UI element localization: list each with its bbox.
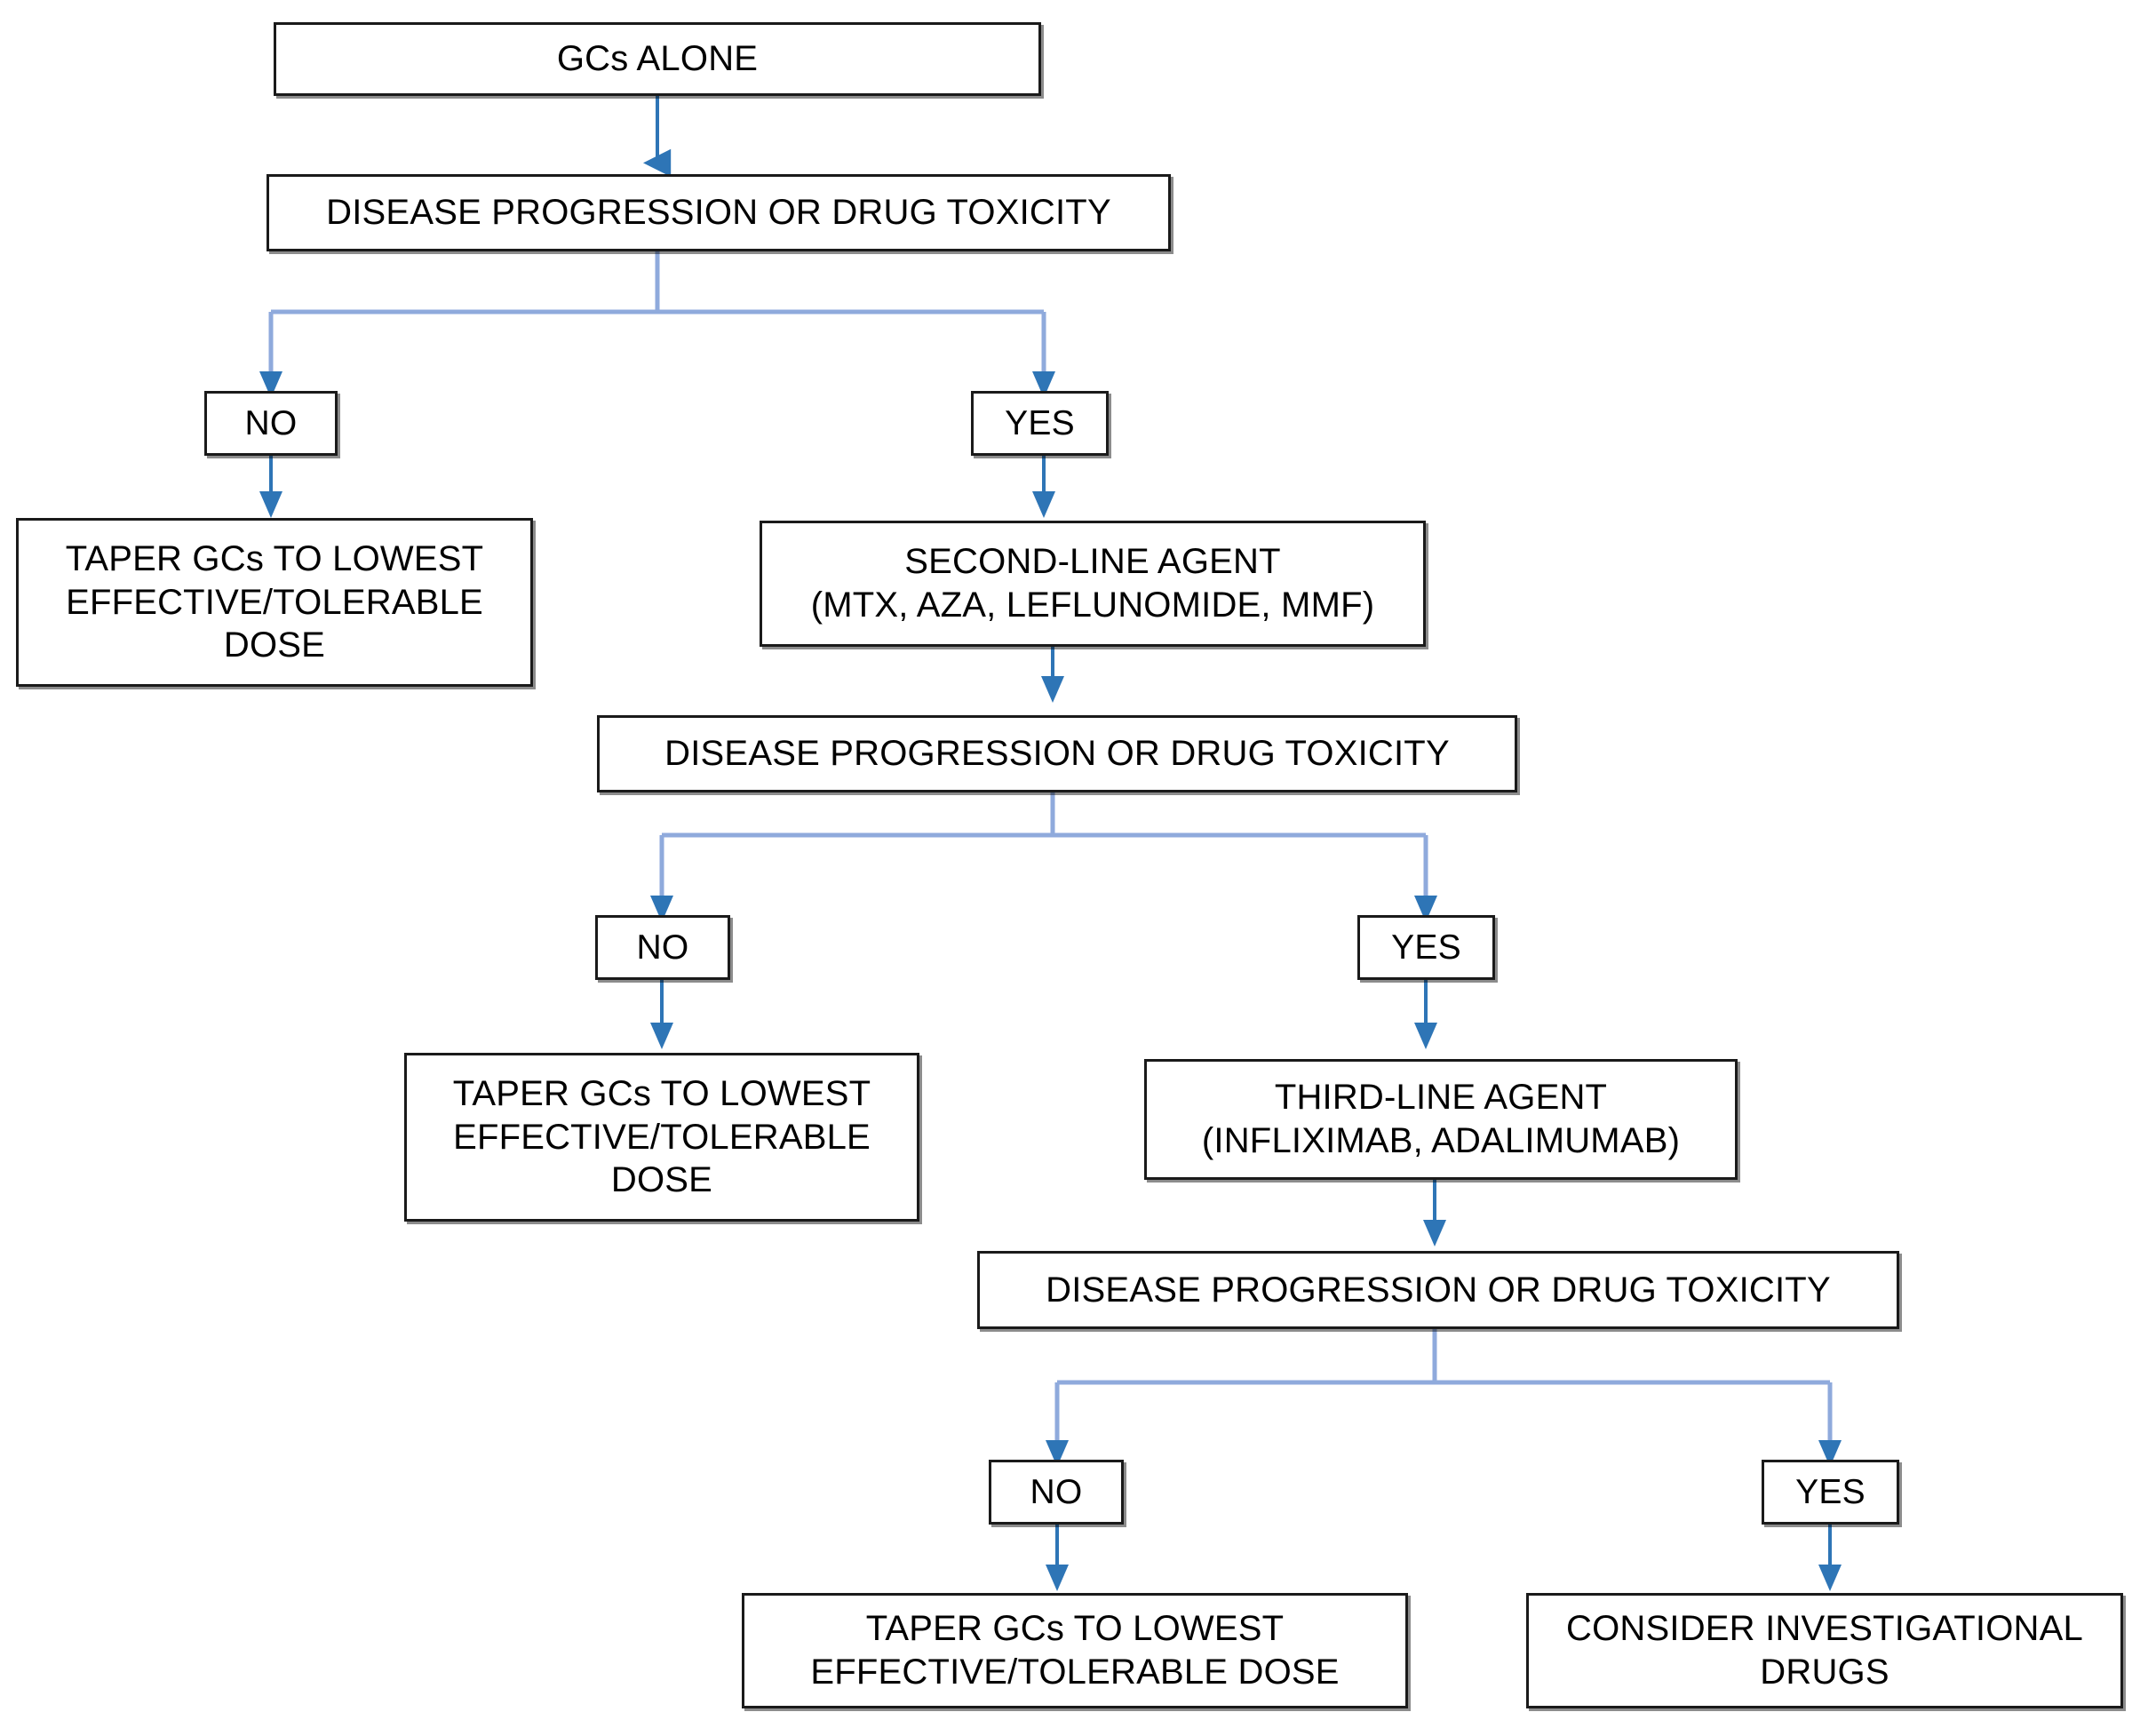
node-yes-1[interactable]: YES	[971, 391, 1109, 456]
node-no-1[interactable]: NO	[204, 391, 338, 456]
edge-secondline-to-progression2	[1041, 647, 1064, 703]
node-no-2[interactable]: NO	[595, 915, 730, 980]
node-no-3-label: NO	[1030, 1472, 1083, 1511]
node-no-3[interactable]: NO	[989, 1460, 1124, 1525]
node-gcs-alone[interactable]: GCs ALONE	[274, 22, 1041, 96]
node-consider-investigational-drugs[interactable]: CONSIDER INVESTIGATIONAL DRUGS	[1526, 1593, 2123, 1708]
node-yes-2-label: YES	[1391, 928, 1461, 967]
node-taper-gcs-3[interactable]: TAPER GCs TO LOWEST EFFECTIVE/TOLERABLE …	[742, 1593, 1408, 1708]
node-disease-progression-2[interactable]: DISEASE PROGRESSION OR DRUG TOXICITY	[597, 715, 1517, 792]
node-disease-progression-3-label: DISEASE PROGRESSION OR DRUG TOXICITY	[1046, 1270, 1831, 1310]
node-no-1-label: NO	[244, 403, 298, 442]
node-disease-progression-2-label: DISEASE PROGRESSION OR DRUG TOXICITY	[664, 734, 1450, 774]
node-second-line-agent[interactable]: SECOND-LINE AGENT (MTX, AZA, LEFLUNOMIDE…	[760, 521, 1426, 647]
node-no-2-label: NO	[636, 928, 689, 967]
edge-no3-to-taper3	[1046, 1525, 1069, 1591]
node-taper-gcs-2[interactable]: TAPER GCs TO LOWEST EFFECTIVE/TOLERABLE …	[404, 1053, 919, 1222]
node-yes-1-label: YES	[1005, 403, 1075, 442]
node-second-line-agent-label: SECOND-LINE AGENT (MTX, AZA, LEFLUNOMIDE…	[810, 542, 1375, 625]
node-third-line-agent[interactable]: THIRD-LINE AGENT (INFLIXIMAB, ADALIMUMAB…	[1144, 1059, 1738, 1180]
node-disease-progression-3[interactable]: DISEASE PROGRESSION OR DRUG TOXICITY	[977, 1251, 1899, 1329]
edge-no1-to-taper1	[259, 456, 282, 518]
edge-progression3-split	[1046, 1326, 1842, 1467]
node-disease-progression-1[interactable]: DISEASE PROGRESSION OR DRUG TOXICITY	[267, 174, 1171, 251]
node-taper-gcs-2-label: TAPER GCs TO LOWEST EFFECTIVE/TOLERABLE …	[452, 1073, 871, 1200]
node-yes-3-label: YES	[1795, 1472, 1866, 1511]
node-taper-gcs-1[interactable]: TAPER GCs TO LOWEST EFFECTIVE/TOLERABLE …	[16, 518, 533, 687]
node-yes-3[interactable]: YES	[1762, 1460, 1899, 1525]
edge-progression1-split	[259, 251, 1055, 398]
node-disease-progression-1-label: DISEASE PROGRESSION OR DRUG TOXICITY	[326, 193, 1111, 233]
node-third-line-agent-label: THIRD-LINE AGENT (INFLIXIMAB, ADALIMUMAB…	[1201, 1078, 1681, 1160]
edge-progression2-split	[650, 773, 1437, 922]
edge-yes3-to-investigational	[1818, 1525, 1842, 1591]
edge-yes2-to-thirdline	[1414, 980, 1437, 1049]
edge-yes1-to-secondline	[1032, 456, 1055, 518]
node-taper-gcs-1-label: TAPER GCs TO LOWEST EFFECTIVE/TOLERABLE …	[65, 538, 484, 665]
node-yes-2[interactable]: YES	[1357, 915, 1495, 980]
edge-no2-to-taper2	[650, 980, 673, 1049]
node-gcs-alone-label: GCs ALONE	[556, 39, 759, 79]
edge-thirdline-to-progression3	[1423, 1180, 1446, 1246]
node-taper-gcs-3-label: TAPER GCs TO LOWEST EFFECTIVE/TOLERABLE …	[810, 1609, 1340, 1692]
node-consider-investigational-drugs-label: CONSIDER INVESTIGATIONAL DRUGS	[1566, 1609, 2083, 1692]
